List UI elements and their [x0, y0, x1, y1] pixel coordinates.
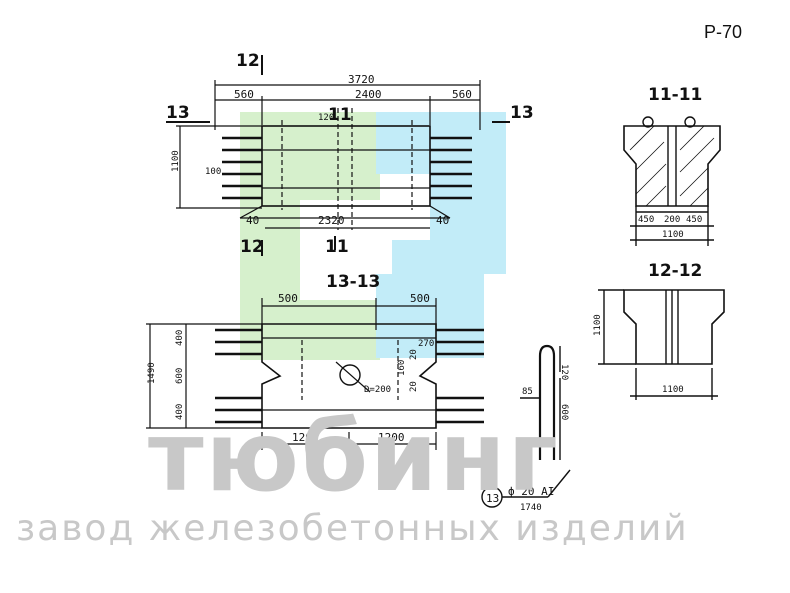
- rebar-mark: 13: [486, 492, 499, 505]
- section-12-drawing: [598, 289, 725, 400]
- cut-mark-13-right: 13: [510, 103, 534, 123]
- rebar-length: 1740: [520, 503, 542, 513]
- elev-20a-dim: 20: [409, 349, 419, 360]
- elev-bottom-left-dim: 1200: [292, 431, 319, 444]
- plan-left-ext-dim: 560: [234, 88, 254, 101]
- elev-400a-dim: 400: [175, 330, 185, 346]
- cut-mark-12-top: 12: [236, 51, 260, 71]
- elev-600-dim: 600: [175, 368, 185, 384]
- elev-right-top-dim: 500: [410, 292, 430, 305]
- sec11-200-dim: 200: [664, 215, 680, 225]
- elev-160-dim: 160: [397, 360, 407, 376]
- sec11-450a-dim: 450: [638, 215, 654, 225]
- cut-mark-11-bottom: 11: [325, 237, 349, 257]
- rebar-detail: [481, 344, 571, 508]
- sec12-height-dim: 1100: [593, 314, 603, 336]
- plan-mid-dim: 2400: [355, 88, 382, 101]
- plan-overall-dim: 3720: [348, 73, 375, 86]
- watermark-title: тюбинг: [148, 401, 560, 513]
- elev-hole-dim: D=200: [364, 385, 391, 395]
- watermark-subtitle: завод железобетонных изделий: [16, 508, 689, 549]
- plan-rebars: [222, 136, 472, 200]
- rebar-120-dim: 120: [559, 364, 569, 380]
- elev-400b-dim: 400: [175, 404, 185, 420]
- rebar-85-dim: 85: [522, 387, 533, 397]
- cut-mark-13-left: 13: [166, 103, 190, 123]
- sec11-total-dim: 1100: [662, 230, 684, 240]
- watermark-blocks: [240, 112, 506, 360]
- elev-bottom-right-dim: 1200: [378, 431, 405, 444]
- section-11-hatch: [629, 125, 715, 207]
- section-11-title: 11-11: [648, 85, 702, 105]
- rebar-spec: ф 20 AI: [508, 485, 554, 498]
- cut-mark-11-top: 11: [328, 105, 352, 125]
- elev-20b-dim: 20: [409, 381, 419, 392]
- section-13-title: 13-13: [326, 272, 380, 292]
- plan-right-ext-dim: 560: [452, 88, 472, 101]
- plan-inner-bottom-dim: 2320: [318, 214, 345, 227]
- elev-270-dim: 270: [418, 339, 434, 349]
- section-11-drawing: [623, 116, 721, 246]
- sec11-450b-dim: 450: [686, 215, 702, 225]
- drawing-code: P-70: [704, 22, 742, 42]
- plan-height-dim: 1100: [171, 150, 181, 172]
- section-12-title: 12-12: [648, 261, 702, 281]
- plan-spacing-dim: 100: [205, 167, 221, 177]
- elev-total-height-dim: 1490: [147, 362, 157, 384]
- cut-mark-12-bottom: 12: [240, 237, 264, 257]
- elevation-13: [146, 298, 437, 450]
- plan-top-small-dim: 120: [318, 113, 334, 123]
- elevation-rebars: [215, 328, 484, 424]
- plan-edge-right-dim: 40: [436, 214, 449, 227]
- elev-left-top-dim: 500: [278, 292, 298, 305]
- plan-view: [166, 55, 510, 256]
- rebar-600-dim: 600: [559, 404, 569, 420]
- sec12-width-dim: 1100: [662, 385, 684, 395]
- plan-edge-left-dim: 40: [246, 214, 259, 227]
